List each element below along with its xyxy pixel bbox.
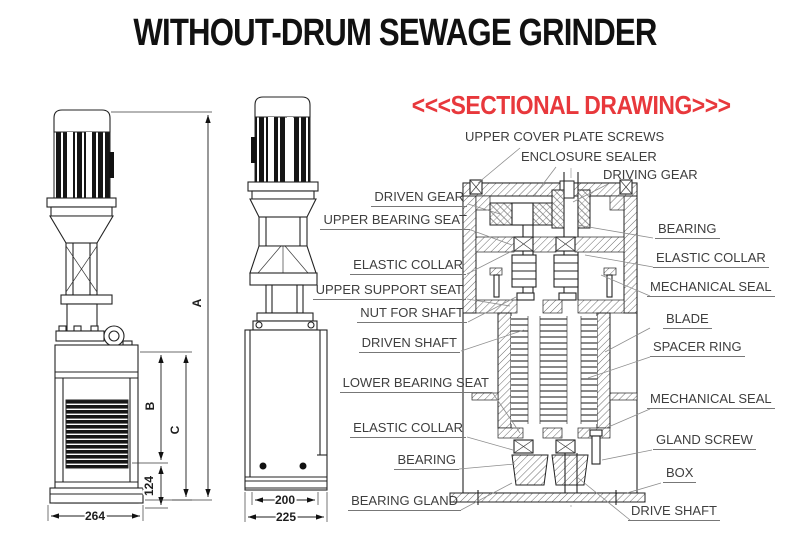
dim-b: B bbox=[143, 401, 157, 410]
label-upper-support-seat: UPPER SUPPORT SEAT bbox=[312, 283, 466, 300]
label-drive-shaft: DRIVE SHAFT bbox=[628, 504, 720, 521]
label-driving-gear: DRIVING GEAR bbox=[603, 167, 698, 182]
label-spacer-ring: SPACER RING bbox=[650, 340, 745, 357]
sectional-drawing-heading: <<<SECTIONAL DRAWING>>> bbox=[411, 90, 731, 120]
side-view-drawing: 200 225 bbox=[244, 96, 328, 526]
label-bearing-gland: BEARING GLAND bbox=[348, 494, 461, 511]
page-title: WITHOUT-DRUM SEWAGE GRINDER bbox=[133, 12, 657, 54]
label-gland-screw: GLAND SCREW bbox=[653, 433, 756, 450]
label-elastic-collar-right: ELASTIC COLLAR bbox=[653, 251, 769, 268]
label-lower-bearing-seat: LOWER BEARING SEAT bbox=[339, 376, 492, 393]
label-enclosure-sealer: ENCLOSURE SEALER bbox=[521, 149, 657, 164]
dim-200: 200 bbox=[275, 493, 295, 507]
dim-264: 264 bbox=[85, 509, 105, 523]
label-upper-bearing-seat: UPPER BEARING SEAT bbox=[320, 213, 470, 230]
sectional-drawing bbox=[449, 168, 646, 510]
dim-a: A bbox=[190, 298, 204, 307]
dim-c: C bbox=[168, 425, 182, 434]
label-elastic-collar-left-lower: ELASTIC COLLAR bbox=[350, 421, 466, 438]
label-mechanical-seal-lower: MECHANICAL SEAL bbox=[647, 392, 775, 409]
front-view-drawing: A bbox=[46, 109, 212, 525]
label-nut-for-shaft: NUT FOR SHAFT bbox=[357, 306, 467, 323]
leader-lines bbox=[458, 147, 662, 521]
dim-124: 124 bbox=[142, 476, 156, 496]
label-driven-gear: DRIVEN GEAR bbox=[371, 190, 467, 207]
label-bearing-right: BEARING bbox=[655, 222, 720, 239]
label-elastic-collar-left-upper: ELASTIC COLLAR bbox=[350, 258, 466, 275]
label-mechanical-seal-upper: MECHANICAL SEAL bbox=[647, 280, 775, 297]
label-box: BOX bbox=[663, 466, 697, 483]
label-bearing-left: BEARING bbox=[394, 453, 459, 470]
dim-225: 225 bbox=[276, 510, 296, 524]
label-blade: BLADE bbox=[663, 312, 712, 329]
label-driven-shaft: DRIVEN SHAFT bbox=[358, 336, 460, 353]
label-upper-cover-plate-screws: UPPER COVER PLATE SCREWS bbox=[465, 129, 665, 144]
